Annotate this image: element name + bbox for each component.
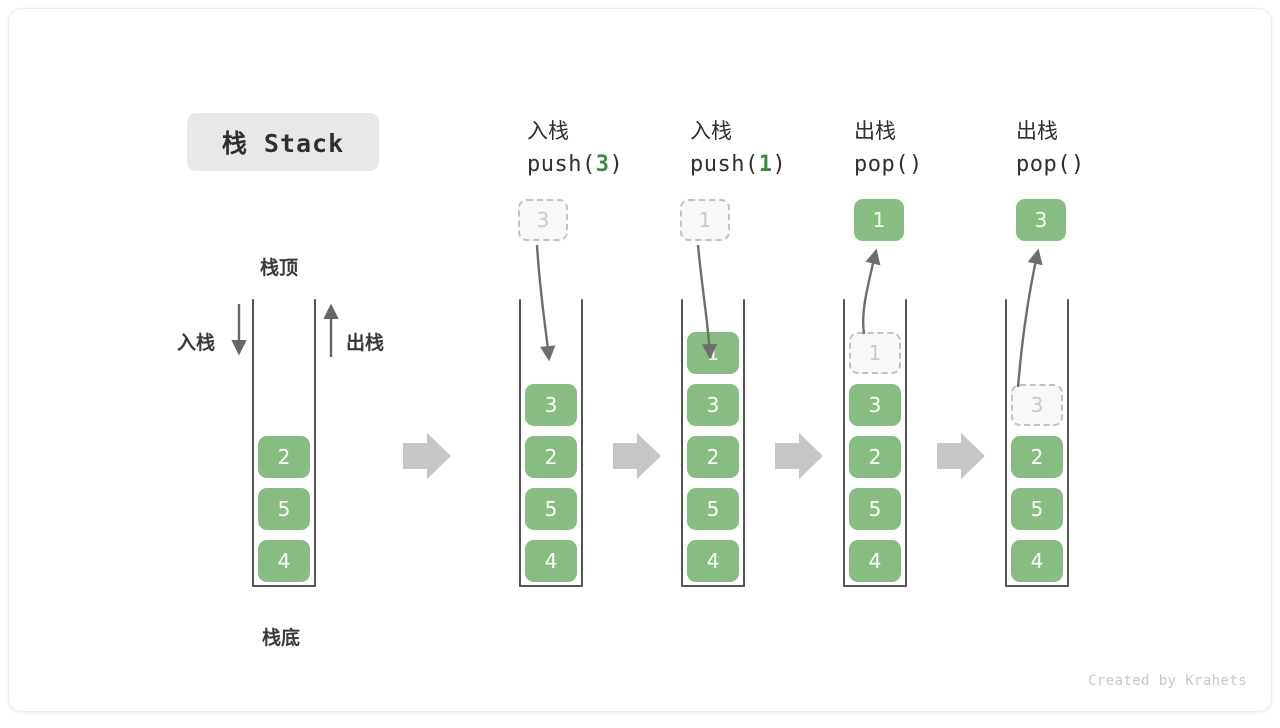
stack-cell: 4 bbox=[258, 540, 310, 582]
stack-cell: 5 bbox=[525, 488, 577, 530]
stack-wall-right bbox=[743, 299, 745, 587]
float-box-push-1: 1 bbox=[680, 199, 730, 241]
stack-cells: 4 5 2 bbox=[258, 436, 310, 582]
stack-cell: 4 bbox=[849, 540, 901, 582]
stack-cell: 1 bbox=[849, 332, 901, 374]
stage-header-code: push(3) bbox=[527, 151, 624, 177]
float-box-push-3: 3 bbox=[518, 199, 568, 241]
stack-cells: 4 5 2 3 1 bbox=[687, 332, 739, 582]
stack-cell: 1 bbox=[687, 332, 739, 374]
pop-direction-label: 出栈 bbox=[346, 332, 385, 354]
stack-floor bbox=[519, 585, 583, 587]
stage-header-push-1: 入栈 push(1) bbox=[690, 116, 860, 181]
stack-floor bbox=[843, 585, 907, 587]
stack-wall-left bbox=[519, 299, 521, 587]
stack-cell: 3 bbox=[1011, 384, 1063, 426]
stack-after-push-3: 4 5 2 3 bbox=[519, 299, 583, 587]
stack-after-pop-1: 4 5 2 3 1 bbox=[843, 299, 907, 587]
stack-wall-left bbox=[843, 299, 845, 587]
stage-header-pop-1: 出栈 pop() bbox=[854, 116, 1024, 181]
stack-cell: 5 bbox=[258, 488, 310, 530]
diagram-canvas: 栈 Stack 栈顶 栈底 入栈 出栈 入栈 push(3) 入栈 push(1… bbox=[8, 8, 1272, 712]
stack-cell: 3 bbox=[525, 384, 577, 426]
stack-cell: 4 bbox=[687, 540, 739, 582]
push-direction-label: 入栈 bbox=[177, 332, 216, 354]
stack-cell: 3 bbox=[849, 384, 901, 426]
stage-header-cn: 出栈 bbox=[1016, 119, 1058, 143]
stack-bottom-label: 栈底 bbox=[262, 627, 301, 649]
stack-wall-left bbox=[1005, 299, 1007, 587]
stack-wall-right bbox=[314, 299, 316, 587]
step-arrow-3 bbox=[775, 433, 823, 479]
stack-floor bbox=[252, 585, 316, 587]
stack-cell: 2 bbox=[525, 436, 577, 478]
stack-wall-left bbox=[252, 299, 254, 587]
stack-wall-right bbox=[905, 299, 907, 587]
stack-cells: 4 5 2 3 bbox=[1011, 384, 1063, 582]
stack-top-label: 栈顶 bbox=[260, 257, 299, 279]
stage-header-pop-3: 出栈 pop() bbox=[1016, 116, 1186, 181]
stage-header-arg: 3 bbox=[595, 151, 610, 177]
stack-cell: 3 bbox=[687, 384, 739, 426]
stack-cell: 5 bbox=[849, 488, 901, 530]
step-arrow-4 bbox=[937, 433, 985, 479]
stack-floor bbox=[1005, 585, 1069, 587]
stack-cell: 4 bbox=[525, 540, 577, 582]
stage-header-cn: 入栈 bbox=[527, 119, 569, 143]
stack-after-push-1: 4 5 2 3 1 bbox=[681, 299, 745, 587]
stack-cell: 5 bbox=[1011, 488, 1063, 530]
float-box-pop-3: 3 bbox=[1016, 199, 1066, 241]
stage-header-code: push(1) bbox=[690, 151, 787, 177]
stage-header-push-3: 入栈 push(3) bbox=[527, 116, 697, 181]
stack-wall-right bbox=[581, 299, 583, 587]
stage-header-cn: 入栈 bbox=[690, 119, 732, 143]
stack-wall-left bbox=[681, 299, 683, 587]
stage-header-code: pop() bbox=[1016, 151, 1085, 177]
stage-header-cn: 出栈 bbox=[854, 119, 896, 143]
diagram-title: 栈 Stack bbox=[187, 113, 379, 171]
stack-cell: 2 bbox=[1011, 436, 1063, 478]
stack-cell: 2 bbox=[849, 436, 901, 478]
float-box-pop-1: 1 bbox=[854, 199, 904, 241]
stack-cells: 4 5 2 3 1 bbox=[849, 332, 901, 582]
stack-floor bbox=[681, 585, 745, 587]
stack-cell: 4 bbox=[1011, 540, 1063, 582]
credit-text: Created by Krahets bbox=[1088, 673, 1247, 689]
stack-cell: 2 bbox=[687, 436, 739, 478]
stack-cell: 5 bbox=[687, 488, 739, 530]
stack-after-pop-3: 4 5 2 3 bbox=[1005, 299, 1069, 587]
stage-header-code: pop() bbox=[854, 151, 923, 177]
step-arrow-2 bbox=[613, 433, 661, 479]
stack-cells: 4 5 2 3 bbox=[525, 384, 577, 582]
stack-cell: 2 bbox=[258, 436, 310, 478]
stack-initial: 4 5 2 bbox=[252, 299, 316, 587]
stack-wall-right bbox=[1067, 299, 1069, 587]
stage-header-arg: 1 bbox=[758, 151, 773, 177]
step-arrow-1 bbox=[403, 433, 451, 479]
